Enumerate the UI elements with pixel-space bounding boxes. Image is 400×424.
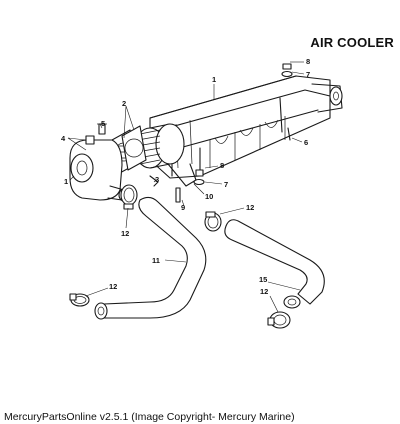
callout-8-mid: 8: [220, 161, 224, 170]
callout-12-c: 12: [109, 282, 117, 291]
callout-9: 9: [181, 203, 185, 212]
callout-12-a: 12: [121, 229, 129, 238]
callout-3: 3: [155, 175, 159, 184]
leader-lines: [67, 61, 305, 313]
callout-15-hose: 15: [259, 275, 267, 284]
callout-5: 5: [101, 119, 105, 128]
callout-2-gasket: 2: [122, 99, 126, 108]
callout-11-hose: 11: [152, 256, 160, 265]
callout-4: 4: [61, 134, 66, 143]
image-copyright-caption: MercuryPartsOnline v2.5.1 (Image Copyrig…: [4, 411, 295, 423]
callout-8-top: 8: [306, 57, 310, 66]
callout-7-mid: 7: [224, 180, 228, 189]
hose-clamp-c: [69, 293, 90, 307]
callout-12-b: 12: [246, 203, 254, 212]
callout-7-top: 7: [306, 70, 310, 79]
callout-1-housing: 1: [212, 75, 216, 84]
hose-clamp-d: [267, 311, 291, 329]
callout-6: 6: [304, 138, 308, 147]
callout-1-end-cover: 1: [64, 177, 68, 186]
hose-15: [224, 219, 325, 309]
air-cooler-housing: [149, 75, 343, 187]
callout-10: 10: [205, 192, 213, 201]
diagram-title: AIR COOLER: [310, 35, 394, 50]
hose-11: [94, 196, 207, 320]
hose-clamp-b: [204, 211, 222, 232]
hardware: [149, 63, 293, 203]
callout-12-d: 12: [260, 287, 268, 296]
hose-clamp-a: [120, 184, 138, 210]
